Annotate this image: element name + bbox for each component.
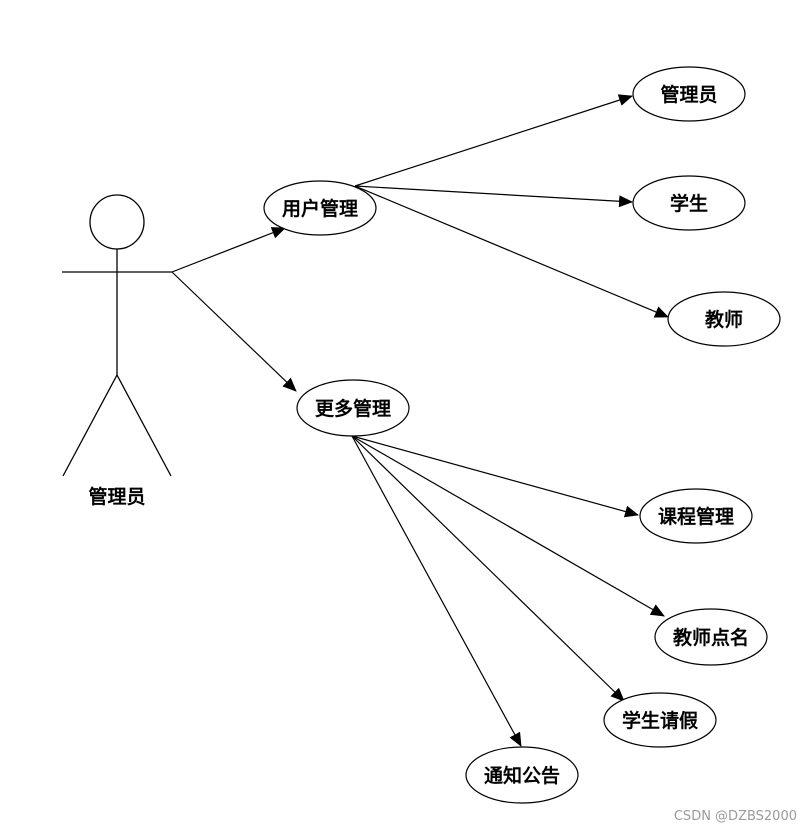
actor-label: 管理员 [88,485,145,508]
svg-text:管理员: 管理员 [660,83,717,106]
use-case-student-leave: 学生请假 [603,692,717,748]
actor-left-leg [62,374,118,477]
use-case-teacher: 教师 [667,291,781,347]
svg-text:课程管理: 课程管理 [658,505,734,528]
edge-user-mgmt-teacher [354,185,669,318]
svg-text:通知公告: 通知公告 [484,764,560,787]
use-case-notice: 通知公告 [465,746,579,804]
edge-user-mgmt-student [354,185,633,208]
use-case-more-mgmt: 更多管理 [296,379,410,437]
use-case-course-mgmt: 课程管理 [639,488,753,544]
edge-more-mgmt-leave [351,435,625,702]
edge-actor-more-mgmt [171,271,297,392]
use-case-admin: 管理员 [632,66,746,122]
actor-head [89,194,145,250]
edge-user-mgmt-admin [354,94,633,187]
edge-more-mgmt-notice [351,435,522,747]
svg-text:教师点名: 教师点名 [673,626,749,649]
use-case-user-mgmt: 用户管理 [263,180,377,236]
actor-right-leg [116,374,172,477]
watermark: CSDN @DZBS2000 [673,809,797,824]
svg-text:用户管理: 用户管理 [282,197,358,220]
actor-figure [62,194,172,477]
edge-more-mgmt-rollcall [351,435,665,617]
edge-actor-user-mgmt [171,227,286,273]
use-case-student: 学生 [632,175,746,231]
svg-text:学生: 学生 [670,192,708,215]
svg-text:学生请假: 学生请假 [622,709,698,732]
svg-text:教师: 教师 [705,308,743,331]
edge-more-mgmt-course [351,435,639,518]
svg-text:更多管理: 更多管理 [315,397,391,420]
use-case-teacher-rollcall: 教师点名 [654,608,768,666]
